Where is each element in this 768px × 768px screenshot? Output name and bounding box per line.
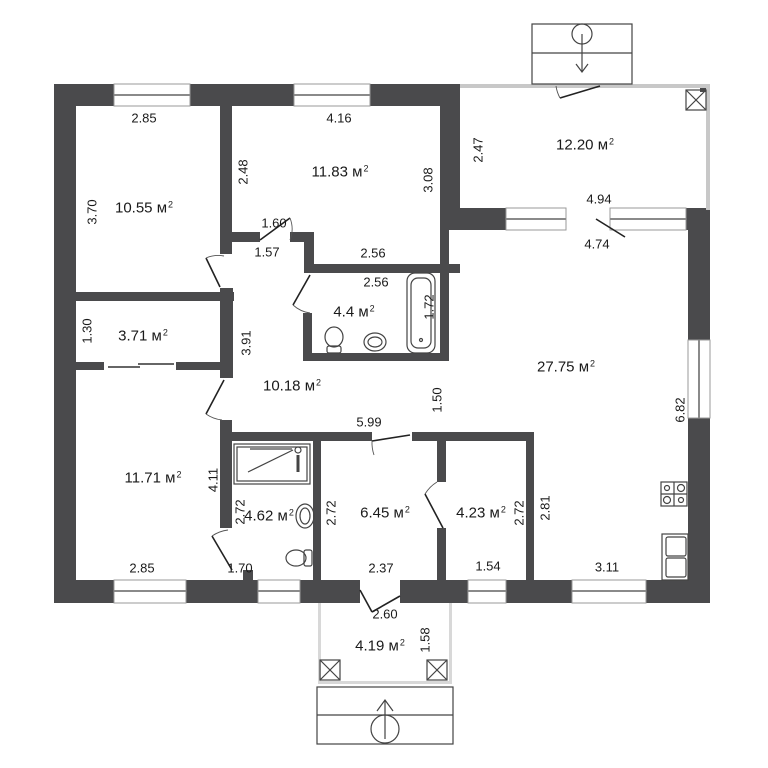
interior-walls	[54, 84, 534, 582]
area-value: 10.18	[262, 377, 301, 395]
sink-south	[295, 503, 315, 529]
dimension-label: 4.74	[584, 236, 610, 252]
area-value: 10.55	[114, 199, 153, 217]
south-entrance-steps	[316, 686, 454, 745]
dimension-label: 2.72	[232, 499, 248, 525]
dimension-label: 4.16	[326, 110, 352, 126]
dimension-label: 3.11	[594, 559, 620, 575]
sink-north	[363, 332, 387, 352]
area-value: 3.71	[118, 327, 148, 345]
dimension-label: 2.56	[360, 245, 386, 261]
dimension-label: 2.81	[537, 495, 553, 521]
dimension-label: 2.72	[323, 500, 339, 526]
toilet-north	[324, 326, 344, 354]
dimension-label: 1.58	[417, 627, 433, 653]
area-unit: м2	[389, 504, 410, 522]
area-unit: м2	[574, 358, 596, 376]
dimension-label: 6.82	[672, 397, 688, 423]
dimension-label: 1.30	[79, 318, 95, 344]
dimension-label: 5.99	[356, 414, 382, 430]
dimension-label: 2.37	[368, 560, 394, 576]
area-value: 12.20	[555, 136, 594, 154]
area-unit: м2	[147, 327, 168, 345]
dimension-label: 3.08	[420, 167, 436, 193]
dimension-label: 2.56	[363, 274, 389, 290]
doors	[205, 85, 626, 613]
area-value: 4.4	[333, 303, 355, 321]
area-value: 11.83	[311, 163, 348, 181]
area-unit: м2	[160, 469, 182, 487]
area-unit: м2	[152, 199, 174, 217]
area-unit: м2	[354, 303, 375, 321]
room-area-bedroom-nw: 10.55 м2	[114, 199, 174, 217]
dimension-label: 3.91	[238, 330, 254, 356]
north-entrance-steps	[531, 23, 633, 85]
dimension-label: 2.60	[372, 606, 398, 622]
windows	[113, 83, 711, 604]
area-unit: м2	[347, 163, 369, 181]
kitchen-sink	[661, 533, 689, 581]
area-unit: м2	[384, 637, 405, 655]
room-area-room-north: 11.83 м2	[311, 163, 369, 181]
dimension-label: 2.72	[511, 500, 527, 526]
room-area-room-south: 6.45 м2	[360, 504, 410, 522]
area-unit: м2	[300, 377, 322, 395]
area-value: 11.71	[124, 469, 161, 487]
dimension-label: 2.85	[131, 110, 157, 126]
area-value: 4.23	[456, 504, 486, 522]
dimension-label: 4.94	[586, 191, 612, 207]
dimension-label: 4.11	[205, 467, 221, 493]
room-area-veranda-north: 12.20 м2	[555, 136, 615, 154]
room-area-closet: 3.71 м2	[118, 327, 168, 345]
room-area-bathroom-tub: 4.4 м2	[333, 303, 375, 321]
room-area-living-kitchen: 27.75 м2	[536, 358, 596, 376]
south-porch	[318, 603, 452, 684]
dimension-label: 1.60	[261, 215, 287, 231]
dimension-label: 2.48	[235, 159, 251, 185]
area-unit: м2	[485, 504, 506, 522]
room-area-porch-south: 4.19 м2	[355, 637, 405, 655]
exterior-walls	[54, 84, 710, 603]
room-area-pantry: 4.23 м2	[456, 504, 506, 522]
bathtub	[406, 272, 436, 354]
area-value: 27.75	[536, 358, 575, 376]
dimension-label: 1.54	[475, 558, 501, 574]
room-area-hallway: 10.18 м2	[262, 377, 322, 395]
dimension-label: 1.57	[254, 244, 280, 260]
area-unit: м2	[593, 136, 615, 154]
area-value: 6.45	[360, 504, 390, 522]
shower-tray	[233, 443, 311, 485]
room-area-bedroom-sw: 11.71 м2	[124, 469, 182, 487]
dimension-label: 2.47	[470, 137, 486, 163]
area-unit: м2	[273, 507, 294, 525]
area-value: 4.62	[244, 507, 274, 525]
toilet-south	[285, 549, 313, 567]
veranda-glazing	[460, 84, 710, 210]
dimension-label: 3.70	[84, 199, 100, 225]
dimension-label: 1.50	[429, 387, 445, 413]
dimension-label: 1.72	[421, 294, 437, 320]
stove	[660, 481, 688, 507]
dimension-label: 1.70	[227, 560, 253, 576]
room-area-bathroom-shower: 4.62 м2	[244, 507, 294, 525]
area-value: 4.19	[355, 637, 385, 655]
dimension-label: 2.85	[129, 560, 155, 576]
